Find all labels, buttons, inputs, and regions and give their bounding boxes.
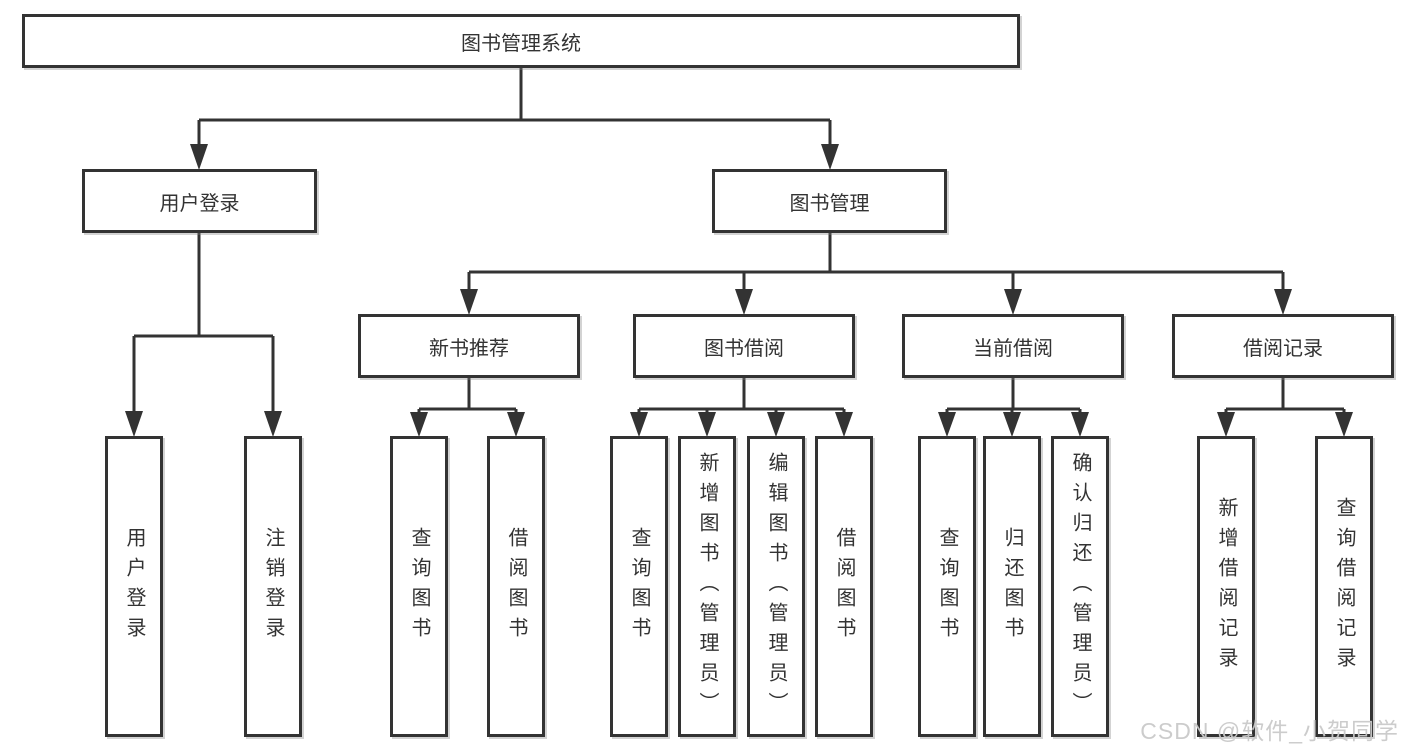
leaf-bb-query-books: 查询图书 [610, 436, 668, 737]
connector-borrow-record-split [1217, 378, 1353, 437]
leaf-logout-label: 注销登录 [262, 526, 284, 647]
connector-user-login-split [125, 233, 282, 437]
node-user-login: 用户登录 [82, 169, 317, 233]
leaf-user-login: 用户登录 [105, 436, 163, 737]
leaf-nb-query-books: 查询图书 [390, 436, 448, 737]
leaf-bb-edit-book-admin-label: 编辑图书（管理员） [765, 451, 787, 722]
leaf-cb-query-books: 查询图书 [918, 436, 976, 737]
connector-new-book-split [410, 378, 525, 437]
leaf-nb-query-books-label: 查询图书 [408, 526, 430, 647]
node-user-login-label: 用户登录 [159, 192, 240, 215]
leaf-logout: 注销登录 [244, 436, 302, 737]
leaf-cb-query-books-label: 查询图书 [936, 526, 958, 647]
leaf-cb-return-books: 归还图书 [983, 436, 1041, 737]
node-current-borrowing: 当前借阅 [902, 314, 1124, 378]
node-borrowing-records-label: 借阅记录 [1243, 337, 1323, 360]
connector-current-borrow-split [938, 378, 1089, 437]
leaf-bb-edit-book-admin: 编辑图书（管理员） [747, 436, 805, 737]
node-root: 图书管理系统 [22, 14, 1020, 68]
leaf-bb-add-book-admin: 新增图书（管理员） [678, 436, 736, 737]
connector-book-management-split [460, 233, 1292, 315]
node-root-label: 图书管理系统 [461, 32, 581, 55]
watermark: CSDN @软件_小贺同学 [1140, 718, 1399, 744]
leaf-bb-add-book-admin-label: 新增图书（管理员） [696, 451, 718, 722]
leaf-cb-confirm-return-admin: 确认归还（管理员） [1051, 436, 1109, 737]
leaf-nb-borrow-books: 借阅图书 [487, 436, 545, 737]
leaf-bb-borrow-books: 借阅图书 [815, 436, 873, 737]
leaf-cb-confirm-return-admin-label: 确认归还（管理员） [1069, 451, 1091, 722]
node-new-book-recommendation: 新书推荐 [358, 314, 580, 378]
connector-root-split [190, 68, 839, 170]
node-borrowing-records: 借阅记录 [1172, 314, 1394, 378]
leaf-cb-return-books-label: 归还图书 [1001, 526, 1023, 647]
node-book-management-label: 图书管理 [789, 192, 870, 215]
node-current-borrowing-label: 当前借阅 [973, 337, 1053, 360]
node-book-management: 图书管理 [712, 169, 947, 233]
leaf-bb-query-books-label: 查询图书 [628, 526, 650, 647]
leaf-br-query-record: 查询借阅记录 [1315, 436, 1373, 737]
node-book-borrowing-label: 图书借阅 [704, 337, 784, 360]
connector-book-borrow-split [630, 378, 853, 437]
leaf-nb-borrow-books-label: 借阅图书 [505, 526, 527, 647]
leaf-br-add-record: 新增借阅记录 [1197, 436, 1255, 737]
leaf-user-login-label: 用户登录 [123, 526, 145, 647]
leaf-br-add-record-label: 新增借阅记录 [1215, 496, 1237, 677]
leaf-bb-borrow-books-label: 借阅图书 [833, 526, 855, 647]
node-new-book-recommendation-label: 新书推荐 [429, 337, 509, 360]
node-book-borrowing: 图书借阅 [633, 314, 855, 378]
leaf-br-query-record-label: 查询借阅记录 [1333, 496, 1355, 677]
